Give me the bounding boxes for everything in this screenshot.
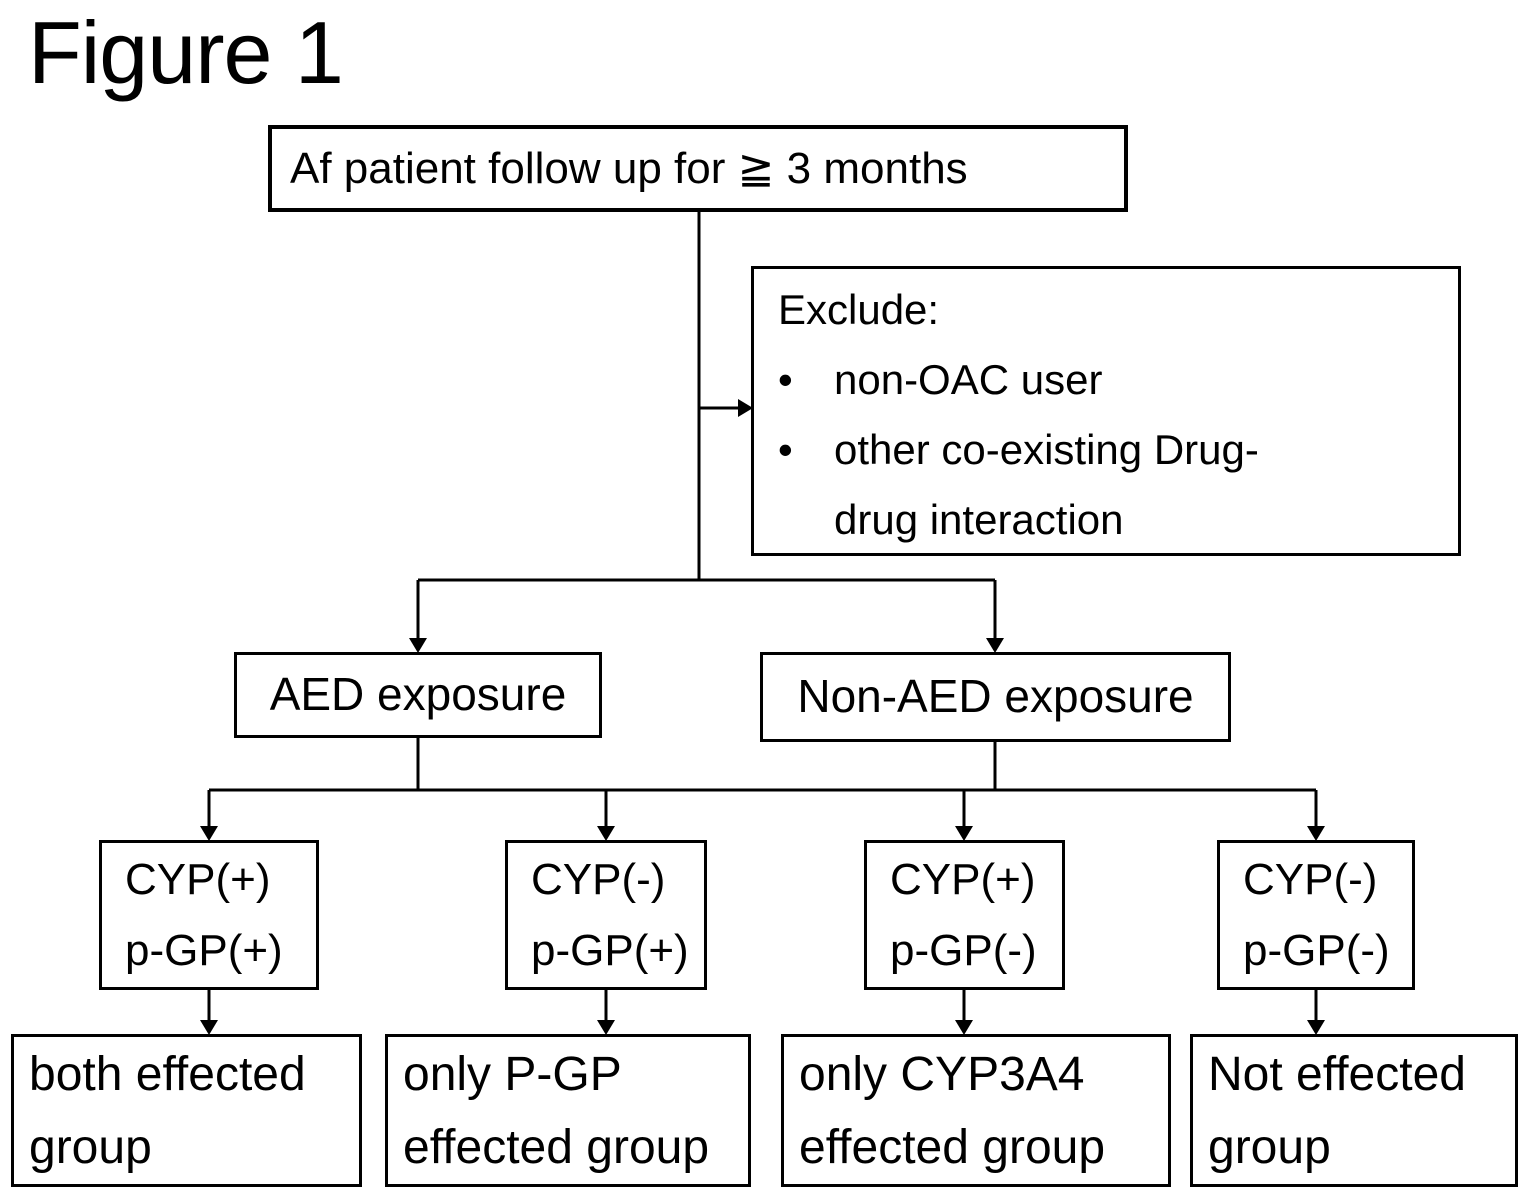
node-root: Af patient follow up for ≧ 3 months — [268, 125, 1128, 212]
arrowhead-out2 — [955, 1020, 973, 1035]
category-pgp-label: p-GP(-) — [1243, 926, 1390, 975]
arrowhead-out1 — [597, 1020, 615, 1035]
category-pgp-label: p-GP(-) — [890, 926, 1037, 975]
node-root-label: Af patient follow up for ≧ 3 months — [290, 144, 968, 193]
arrowhead-cat2 — [955, 826, 973, 841]
node-outcome-only-cyp3a4: only CYP3A4 effected group — [781, 1034, 1171, 1187]
category-cyp-label: CYP(-) — [531, 855, 666, 904]
category-pgp-label: p-GP(+) — [531, 926, 689, 975]
node-nonaed-exposure-label: Non-AED exposure — [797, 670, 1194, 723]
category-pgp-label: p-GP(+) — [125, 926, 283, 975]
arrowhead-out3 — [1307, 1020, 1325, 1035]
arrowhead-exclude — [738, 399, 753, 417]
outcome-label: both effected group — [29, 1047, 306, 1174]
node-exclude: Exclude: • non-OAC user • other co-exist… — [751, 266, 1461, 556]
node-category-cyp-neg-pgp-pos: CYP(-) p-GP(+) — [505, 840, 707, 990]
arrowhead-aed — [409, 638, 427, 653]
exclude-bullet-item: • other co-existing Drug- drug interacti… — [778, 415, 1448, 555]
node-category-cyp-pos-pgp-neg: CYP(+) p-GP(-) — [864, 840, 1065, 990]
outcome-label: only CYP3A4 effected group — [799, 1047, 1106, 1174]
node-aed-exposure: AED exposure — [234, 652, 602, 738]
node-aed-exposure-label: AED exposure — [269, 668, 567, 721]
exclude-bullet-item: • non-OAC user — [778, 345, 1448, 415]
node-outcome-not-effected: Not effected group — [1190, 1034, 1518, 1187]
arrowhead-nonaed — [986, 638, 1004, 653]
node-outcome-both-effected: both effected group — [11, 1034, 362, 1187]
outcome-label: Not effected group — [1208, 1047, 1466, 1174]
node-category-cyp-pos-pgp-pos: CYP(+) p-GP(+) — [99, 840, 319, 990]
arrowhead-cat1 — [597, 826, 615, 841]
bullet-icon: • — [778, 426, 793, 473]
bullet-icon: • — [778, 356, 793, 403]
node-category-cyp-neg-pgp-neg: CYP(-) p-GP(-) — [1217, 840, 1415, 990]
outcome-label: only P-GP effected group — [403, 1047, 710, 1174]
exclude-bullet-text: other co-existing Drug- drug interaction — [834, 426, 1259, 543]
arrowhead-cat0 — [200, 826, 218, 841]
exclude-bullet-text: non-OAC user — [834, 356, 1103, 403]
category-cyp-label: CYP(+) — [125, 855, 271, 904]
arrowhead-cat3 — [1307, 826, 1325, 841]
node-outcome-only-pgp: only P-GP effected group — [385, 1034, 751, 1187]
node-nonaed-exposure: Non-AED exposure — [760, 652, 1231, 742]
figure-title: Figure 1 — [28, 3, 344, 102]
category-cyp-label: CYP(+) — [890, 855, 1036, 904]
category-cyp-label: CYP(-) — [1243, 855, 1378, 904]
exclude-heading: Exclude: — [778, 286, 940, 333]
arrowhead-out0 — [200, 1020, 218, 1035]
